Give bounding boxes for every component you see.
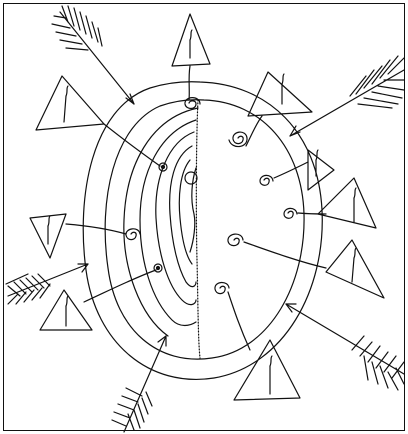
candle-triangle-upper-left	[36, 76, 104, 130]
spiral-lower-right	[215, 282, 229, 293]
feathered-arrow-lower-left	[8, 264, 88, 304]
spiral-left	[126, 229, 140, 240]
page-frame	[4, 4, 405, 431]
candle-triangle-upper-right	[248, 72, 312, 116]
feathered-arrow-upper-right	[290, 56, 404, 136]
spiral-upper-right	[229, 132, 247, 146]
candle-triangle-right-2	[318, 178, 376, 228]
outer-oval	[83, 82, 322, 380]
candle-triangle-top	[172, 14, 210, 66]
candle-triangle-right-1	[308, 150, 334, 190]
spiral-right-1	[260, 175, 273, 185]
candle-triangle-bottom	[234, 340, 300, 400]
feathered-arrow-bottom-right	[286, 304, 404, 390]
candle-triangle-right-3	[326, 240, 384, 298]
candle-triangle-lower-left	[40, 290, 92, 330]
spiral-dot-upper	[159, 163, 167, 171]
candle-triangle-left	[30, 214, 66, 258]
feathered-arrow-left-edge	[6, 274, 28, 284]
spiral-right-2	[284, 208, 297, 218]
feathered-arrow-top-left	[52, 6, 134, 104]
spiral-right-3	[228, 234, 243, 246]
